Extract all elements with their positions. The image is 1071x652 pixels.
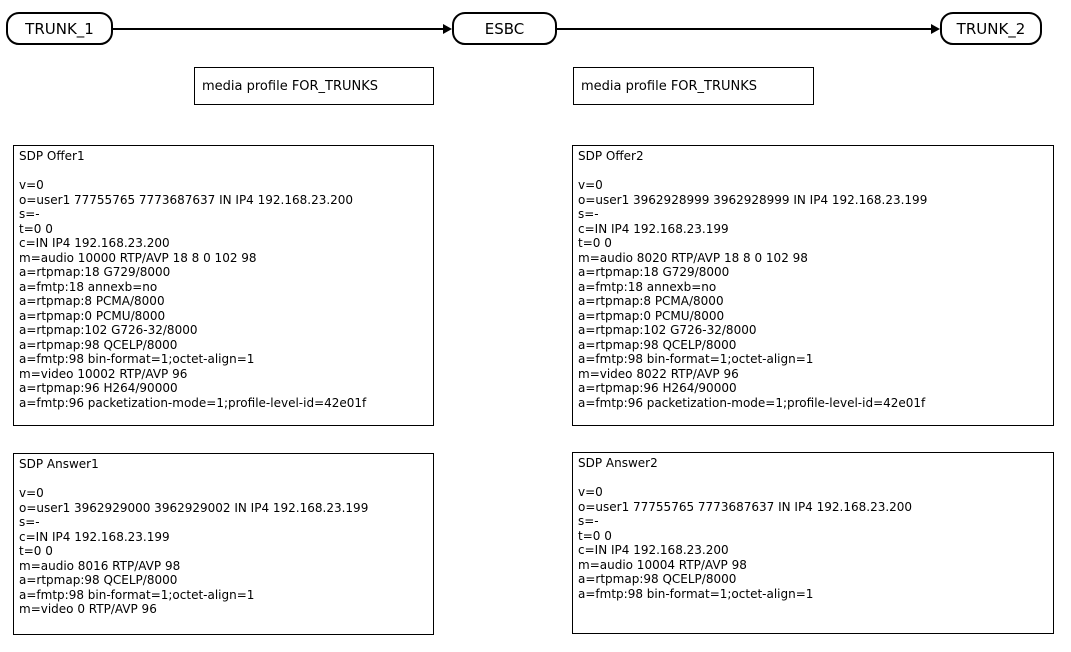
arrowhead-icon [443, 24, 452, 34]
node-trunk2-label: TRUNK_2 [956, 19, 1026, 38]
sdp-line: c=IN IP4 192.168.23.199 [578, 221, 729, 236]
media-profile-left-label: media profile FOR_TRUNKS [202, 78, 379, 94]
sdp-line: a=fmtp:18 annexb=no [578, 279, 717, 294]
sdp-line: s=- [19, 515, 40, 529]
sdp-line: a=fmtp:98 bin-format=1;octet-align=1 [578, 352, 814, 366]
sdp-line: a=fmtp:96 packetization-mode=1;profile-l… [578, 395, 926, 410]
sdp-line: v=0 [578, 178, 603, 192]
sdp-line: s=- [19, 207, 40, 221]
sdp-line: m=video 8022 RTP/AVP 96 [578, 366, 739, 381]
sdp-line: o=user1 77755765 7773687637 IN IP4 192.1… [19, 192, 354, 207]
sdp-offer2-title: SDP Offer2 [578, 149, 644, 163]
sdp-line: m=video 10002 RTP/AVP 96 [19, 366, 188, 381]
sdp-offer1-title: SDP Offer1 [19, 149, 85, 163]
sdp-line: o=user1 3962929000 3962929002 IN IP4 192… [19, 500, 369, 515]
sdp-line: c=IN IP4 192.168.23.199 [19, 529, 170, 544]
sdp-line: t=0 0 [19, 544, 53, 558]
sdp-line: a=rtpmap:98 QCELP/8000 [578, 572, 737, 586]
node-trunk1: TRUNK_1 [6, 12, 113, 45]
sdp-line: v=0 [19, 178, 44, 192]
sdp-line: a=fmtp:18 annexb=no [19, 279, 158, 294]
node-esbc: ESBC [452, 12, 557, 45]
sdp-line: v=0 [19, 486, 44, 500]
arrowhead-icon [931, 24, 940, 34]
sdp-line: a=rtpmap:102 G726-32/8000 [19, 323, 198, 337]
arrow-trunk1-to-esbc [113, 28, 443, 30]
sdp-line: a=rtpmap:8 PCMA/8000 [19, 294, 165, 308]
sdp-line: a=fmtp:98 bin-format=1;octet-align=1 [19, 352, 255, 366]
sdp-line: t=0 0 [578, 528, 612, 543]
sdp-line: t=0 0 [578, 236, 612, 250]
sdp-line: a=rtpmap:18 G729/8000 [578, 265, 730, 279]
sdp-line: m=audio 10004 RTP/AVP 98 [578, 557, 747, 572]
sdp-line: s=- [578, 514, 599, 528]
sdp-line: c=IN IP4 192.168.23.200 [578, 543, 729, 557]
sdp-line: o=user1 77755765 7773687637 IN IP4 192.1… [578, 499, 913, 514]
sdp-line: m=audio 8016 RTP/AVP 98 [19, 558, 181, 573]
sdp-line: s=- [578, 207, 599, 221]
sdp-line: a=rtpmap:98 QCELP/8000 [19, 337, 178, 352]
sdp-line: c=IN IP4 192.168.23.200 [19, 236, 170, 250]
sdp-line: m=video 0 RTP/AVP 96 [19, 602, 157, 616]
media-profile-right-label: media profile FOR_TRUNKS [581, 78, 758, 94]
sdp-line: m=audio 8020 RTP/AVP 18 8 0 102 98 [578, 250, 808, 265]
sdp-line: a=rtpmap:102 G726-32/8000 [578, 323, 757, 337]
sdp-line: a=rtpmap:98 QCELP/8000 [578, 337, 737, 352]
sdp-line: m=audio 10000 RTP/AVP 18 8 0 102 98 [19, 250, 257, 265]
sdp-line: o=user1 3962928999 3962928999 IN IP4 192… [578, 192, 928, 207]
sdp-line: a=fmtp:96 packetization-mode=1;profile-l… [19, 395, 367, 410]
sdp-line: a=rtpmap:96 H264/90000 [578, 381, 737, 395]
media-profile-box-left: media profile FOR_TRUNKS [194, 67, 434, 105]
sdp-line: a=rtpmap:8 PCMA/8000 [578, 294, 724, 308]
sdp-line: a=rtpmap:98 QCELP/8000 [19, 573, 178, 587]
sdp-line: a=fmtp:98 bin-format=1;octet-align=1 [19, 587, 255, 602]
sdp-answer1-title: SDP Answer1 [19, 457, 99, 471]
node-esbc-label: ESBC [484, 19, 525, 38]
sdp-line: a=rtpmap:96 H264/90000 [19, 381, 178, 395]
node-trunk2: TRUNK_2 [940, 12, 1042, 45]
sdp-line: a=rtpmap:0 PCMU/8000 [578, 308, 725, 323]
sdp-line: a=fmtp:98 bin-format=1;octet-align=1 [578, 586, 814, 601]
media-profile-box-right: media profile FOR_TRUNKS [573, 67, 814, 105]
sdp-line: t=0 0 [19, 221, 53, 236]
arrow-esbc-to-trunk2 [557, 28, 931, 30]
sdp-line: v=0 [578, 485, 603, 499]
sdp-line: a=rtpmap:0 PCMU/8000 [19, 308, 166, 323]
node-trunk1-label: TRUNK_1 [25, 19, 94, 38]
sdp-answer2-title: SDP Answer2 [578, 456, 658, 470]
sdp-line: a=rtpmap:18 G729/8000 [19, 265, 171, 279]
